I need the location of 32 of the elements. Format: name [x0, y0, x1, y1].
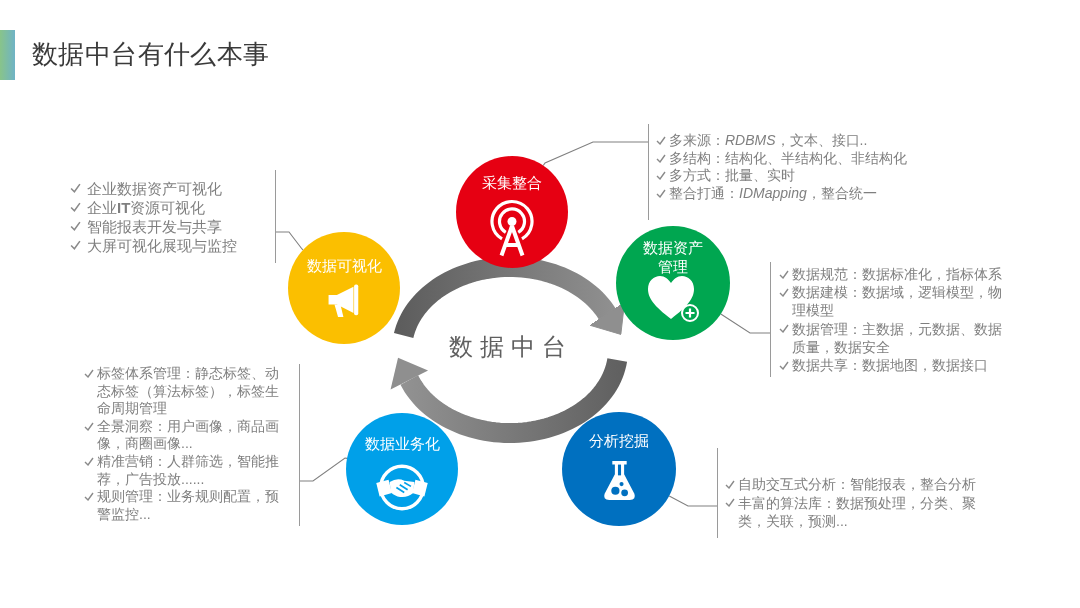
leader-line [274, 231, 304, 251]
bullet-text: 大屏可视化展现与监控 [87, 235, 237, 255]
leader-line [298, 457, 348, 482]
circle-label: 采集整合 [482, 172, 542, 192]
bullet-text: 规则管理：业务规则配置，预警监控... [97, 488, 280, 524]
bullet-text: 多来源：RDBMS，文本、接口.. [669, 132, 868, 150]
page-title: 数据中台有什么本事 [32, 38, 270, 69]
leader-line [668, 495, 719, 507]
bullet-list [84, 364, 300, 526]
leader-line [720, 313, 772, 334]
bullet-text: 数据规范：数据标准化，指标体系 [792, 265, 1002, 284]
circle-label: 数据可视化 [306, 255, 382, 275]
center-label: 数据中台 [447, 332, 573, 362]
bullet-text: 整合打通：IDMapping，整合统一 [669, 184, 877, 203]
bullet-text: 智能报表开发与共享 [87, 216, 222, 236]
bullet-text: 标签体系管理：静态标签、动态标签（算法标签），标签生命周期管理 [97, 365, 280, 418]
bullet-text: 全景洞察：用户画像，商品画像，商圈画像... [97, 417, 280, 453]
bullet-list [70, 170, 276, 263]
bullet-text: 数据共享：数据地图，数据接口 [792, 356, 988, 375]
bullet-text: 多方式：批量、实时 [669, 167, 795, 185]
bullet-text: 数据建模：数据域，逻辑模型，物理模型 [792, 283, 1003, 320]
bullet-text: 数据管理：主数据，元数据、数据质量，数据安全 [792, 319, 1003, 356]
bullet-text: 自助交互式分析：智能报表，整合分析 [738, 475, 976, 494]
circle-label: 数据资产管理 [642, 238, 704, 276]
bullet-text: 企业IT资源可视化 [87, 197, 206, 217]
circle-label: 分析挖掘 [589, 430, 649, 450]
leader-line [542, 141, 650, 167]
bullet-text: 丰富的算法库：数据预处理，分类、聚类，关联，预测... [738, 493, 977, 531]
bullet-text: 企业数据资产可视化 [87, 178, 222, 198]
bullet-text: 精准营销：人群筛选，智能推荐，广告投放...... [97, 452, 280, 489]
bullet-text: 多结构：结构化、半结构化、非结构化 [669, 149, 907, 168]
circle-label: 数据业务化 [364, 433, 440, 453]
